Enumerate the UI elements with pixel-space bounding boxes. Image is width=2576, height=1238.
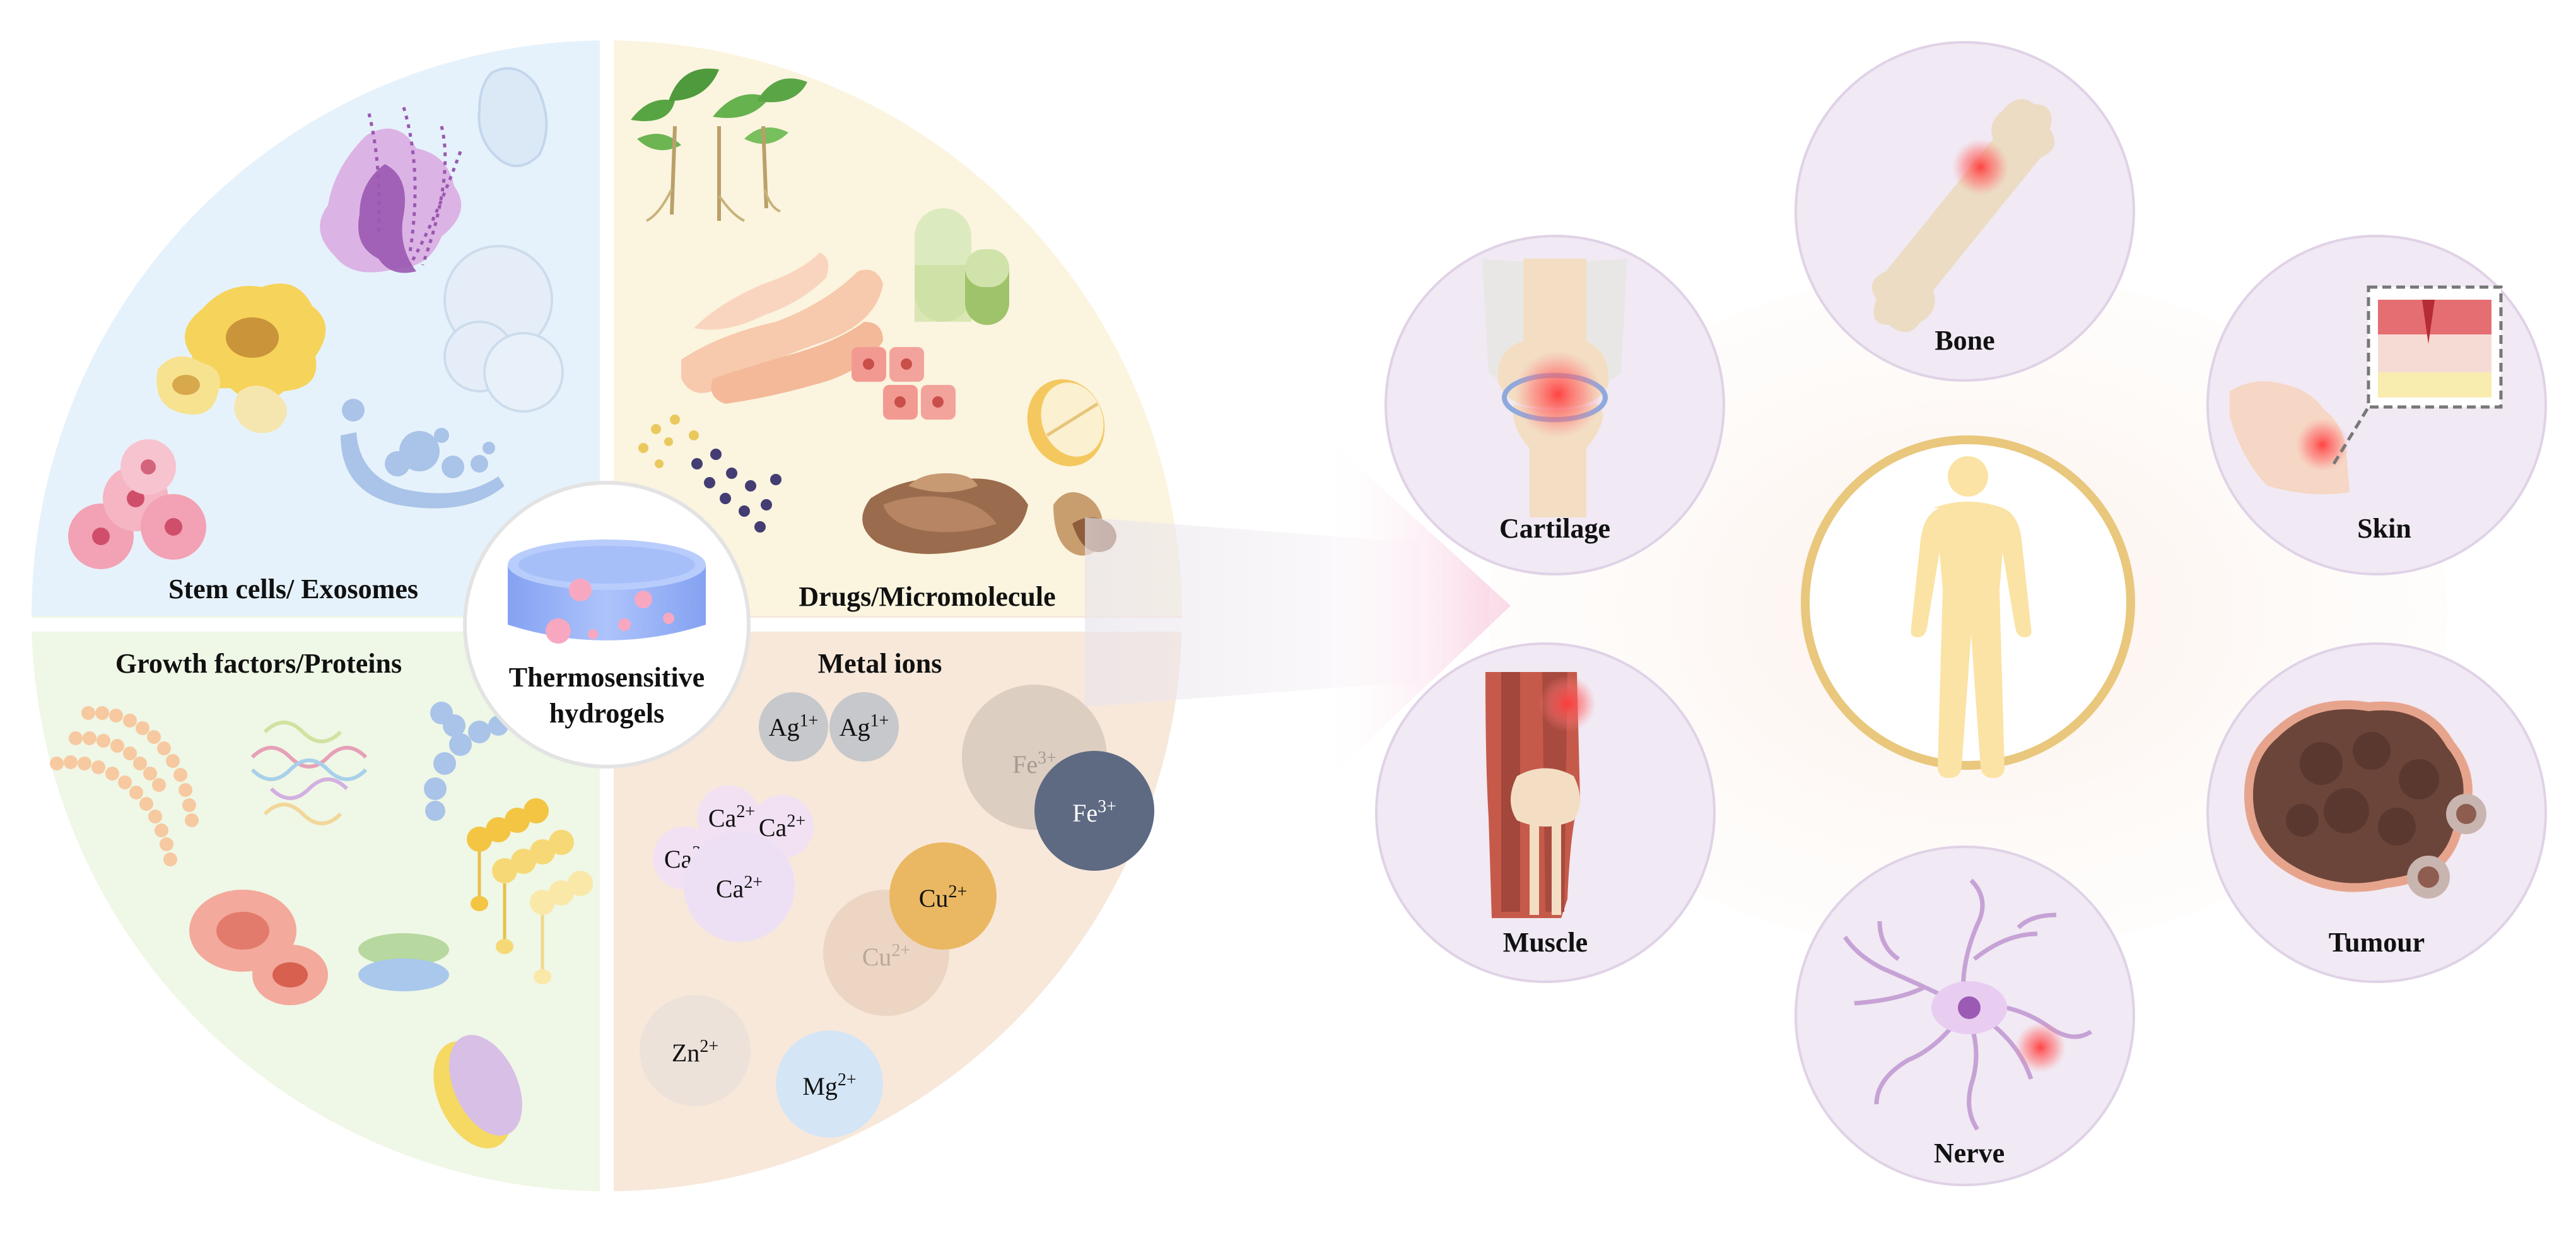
drugs-illustrations xyxy=(631,68,1116,556)
ion-cu: Cu2+ xyxy=(889,842,997,950)
cells-grid-icon xyxy=(852,347,956,420)
drugs-label: Drugs/Micromolecule xyxy=(799,581,1055,612)
svg-text:Fe3+: Fe3+ xyxy=(1012,748,1057,779)
stem-cells-illustrations xyxy=(68,67,564,569)
arrow-head xyxy=(1331,442,1511,776)
exosome-vesicles-icon xyxy=(443,67,564,413)
dna-strands-icon xyxy=(250,721,368,825)
oval-discs-icon xyxy=(433,1035,522,1148)
svg-text:Cu2+: Cu2+ xyxy=(919,882,967,913)
muscle-label: Muscle xyxy=(1503,927,1588,958)
capsules-icon xyxy=(915,208,1009,325)
svg-text:Zn2+: Zn2+ xyxy=(672,1037,718,1068)
ion-fe: Fe3+ xyxy=(1034,751,1154,871)
center-label-line2: hydrogels xyxy=(549,698,665,729)
tissue-skin: Skin xyxy=(2206,235,2547,575)
nerve-label: Nerve xyxy=(1934,1138,2005,1169)
knee-joint-icon xyxy=(1482,259,1627,517)
metal-ions-label: Metal ions xyxy=(818,648,942,679)
svg-text:Ag1+: Ag1+ xyxy=(769,711,819,742)
bone-label: Bone xyxy=(1935,325,1994,356)
human-body-icon xyxy=(1911,456,2032,778)
thermosensitive-hydrogel: Thermosensitive hydrogels xyxy=(463,481,751,769)
ion-zn: Zn2+ xyxy=(640,995,751,1106)
ginseng-root-icon xyxy=(681,252,883,404)
seeds-icon xyxy=(638,415,782,533)
svg-text:Fe3+: Fe3+ xyxy=(1072,797,1116,828)
tissue-bone: Bone xyxy=(1794,41,2135,382)
category-pie: Stem cells/ Exosomes xyxy=(28,38,1186,1193)
growth-factors-illustrations xyxy=(50,702,593,1148)
svg-text:Ag1+: Ag1+ xyxy=(840,711,889,742)
skin-label: Skin xyxy=(2357,513,2411,544)
red-cells-icon xyxy=(189,890,328,1005)
ion-ag2: Ag1+ xyxy=(829,692,899,762)
tablet-pill-icon xyxy=(1027,379,1105,466)
center-label-line1: Thermosensitive xyxy=(509,662,705,693)
ion-ca-main: Ca2+ xyxy=(684,831,795,942)
svg-text:Cu2+: Cu2+ xyxy=(862,941,910,972)
tumour-icon xyxy=(2244,700,2486,899)
growth-factors-label: Growth factors/Proteins xyxy=(115,648,402,679)
skin-wound-icon xyxy=(2230,285,2503,495)
svg-text:Mg2+: Mg2+ xyxy=(802,1070,856,1101)
human-body xyxy=(1801,435,2135,778)
pink-cells-icon xyxy=(68,439,206,569)
yellow-receptors-icon xyxy=(467,798,593,984)
tissue-muscle: Muscle xyxy=(1375,642,1716,983)
ion-ag1: Ag1+ xyxy=(759,692,828,762)
blue-protein-icon xyxy=(424,702,508,821)
herb-plants-icon xyxy=(631,68,807,222)
tissue-tumour: Tumour xyxy=(2206,642,2547,983)
stem-cells-label: Stem cells/ Exosomes xyxy=(168,574,418,604)
svg-text:Ca2+: Ca2+ xyxy=(716,873,763,904)
tissue-cartilage: Cartilage xyxy=(1385,235,1725,575)
muscle-leg-icon xyxy=(1485,672,1596,918)
membrane-discs-icon xyxy=(358,933,449,991)
tissue-nerve: Nerve xyxy=(1794,846,2135,1186)
transition-arrow xyxy=(1085,442,1511,776)
ion-mg: Mg2+ xyxy=(776,1030,883,1138)
tissue-applications: Bone Cartilage xyxy=(1375,41,2547,1186)
neuron-nucleus xyxy=(1958,996,1981,1019)
metal-ions-illustrations: Ag1+ Ag1+ Fe3+ Fe3+ Ca2+ Ca2+ xyxy=(640,685,1154,1138)
exosome-release-icon xyxy=(341,399,505,509)
hydrogel-cylinder-icon xyxy=(508,539,706,644)
cartilage-label: Cartilage xyxy=(1499,513,1610,544)
bone-icon xyxy=(1871,99,2055,333)
purple-cell-icon xyxy=(320,107,462,273)
tumour-label: Tumour xyxy=(2329,927,2425,958)
protein-chains-icon xyxy=(50,706,199,866)
yellow-cells-icon xyxy=(156,283,326,433)
